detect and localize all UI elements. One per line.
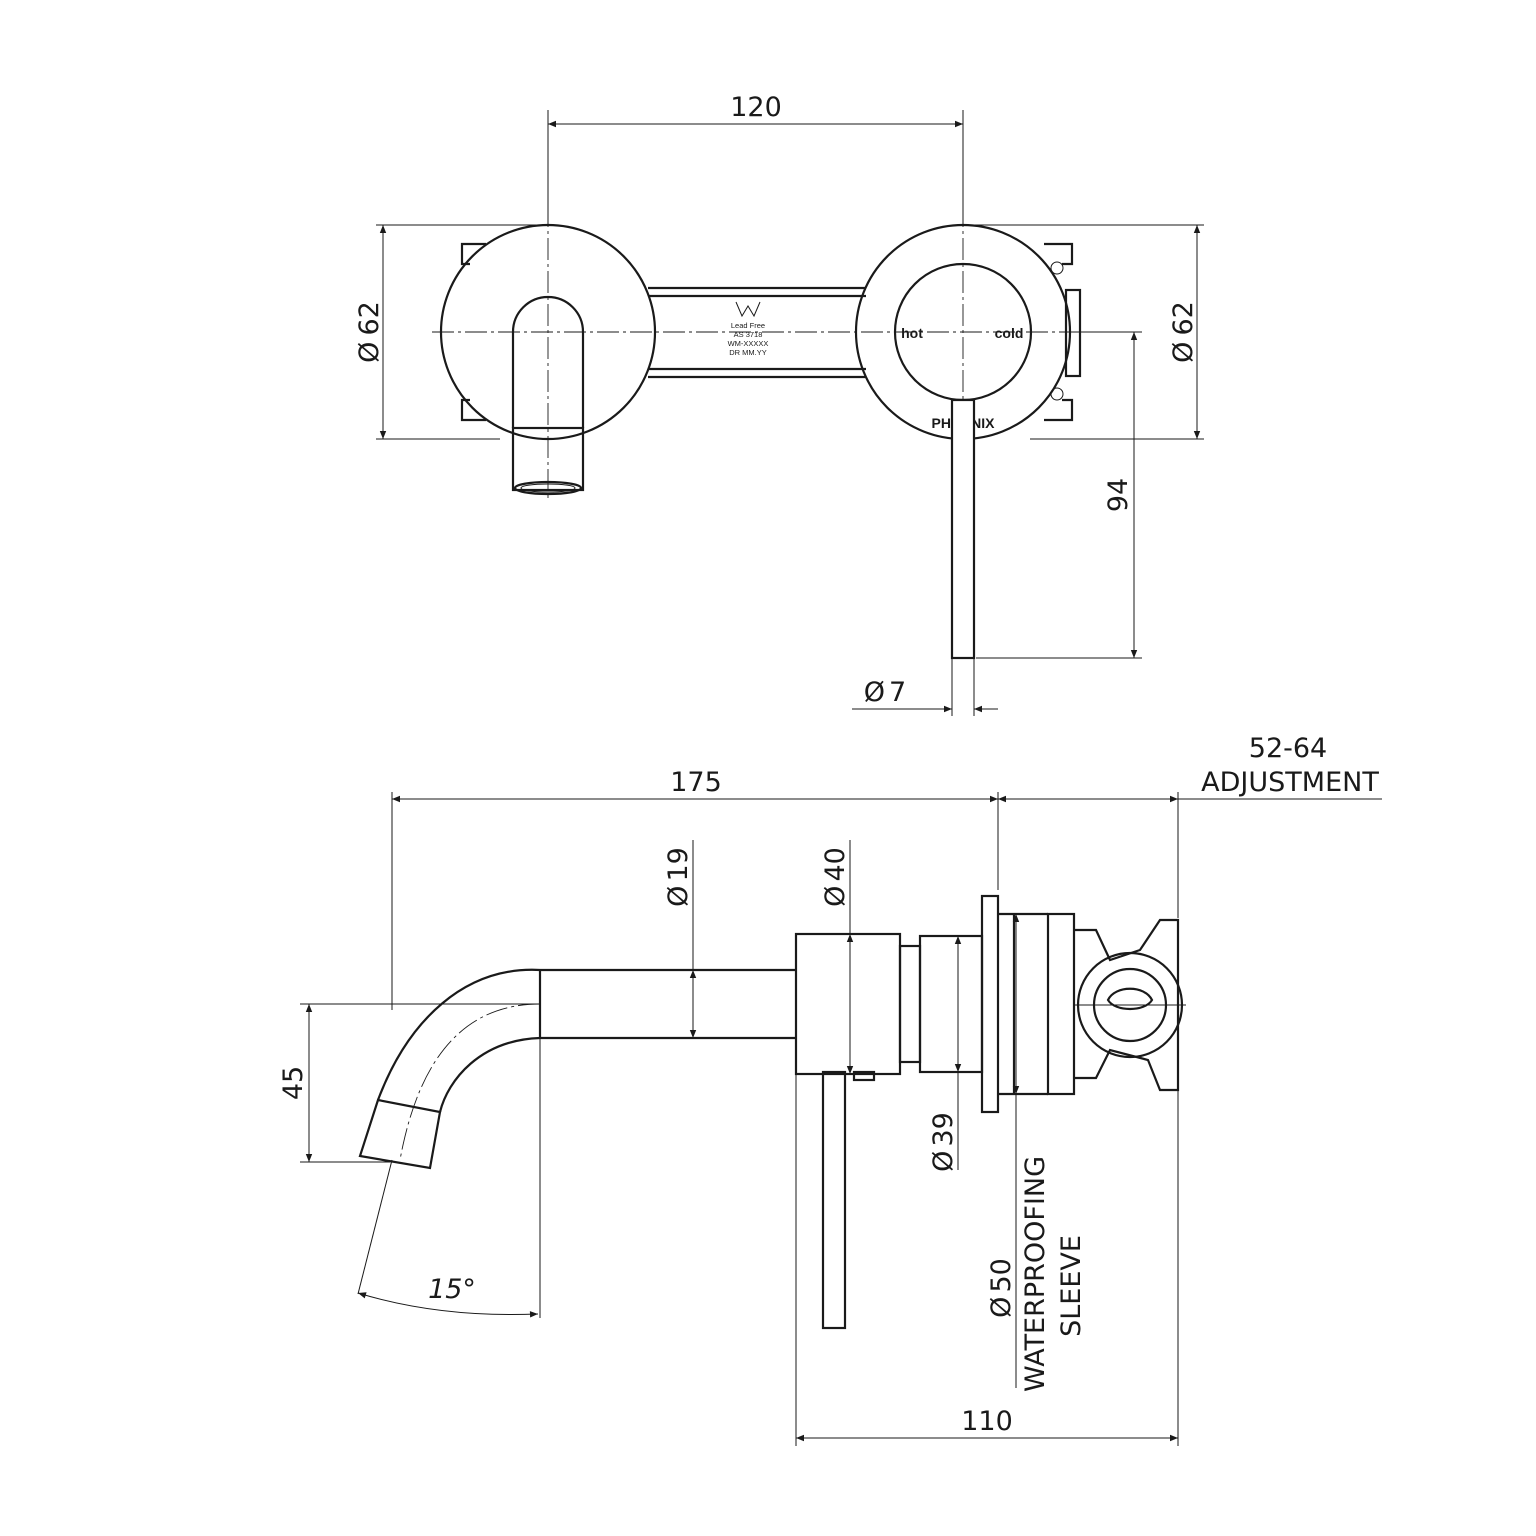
dim-spout-diameter: Ø19 — [663, 840, 697, 1038]
lever-handle — [950, 398, 976, 660]
svg-text:Ø19: Ø19 — [663, 847, 694, 907]
dim-body-diameter: Ø40 — [820, 840, 854, 1074]
spout-top — [511, 295, 585, 496]
hot-label: hot — [901, 325, 923, 341]
svg-text:94: 94 — [1103, 478, 1134, 512]
mixer-body-side — [794, 932, 902, 1076]
svg-text:Ø50: Ø50 — [986, 1258, 1017, 1318]
dim-lever-drop: 94 — [976, 331, 1142, 659]
wall-flange — [918, 934, 984, 1074]
dim-spacing: 120 — [547, 92, 964, 225]
svg-text:175: 175 — [670, 767, 722, 798]
cover-plate — [980, 894, 1000, 1114]
svg-text:ADJUSTMENT: ADJUSTMENT — [1201, 767, 1379, 798]
svg-text:120: 120 — [730, 92, 782, 123]
dim-left-diameter: Ø62 — [354, 224, 548, 440]
svg-text:Ø40: Ø40 — [820, 847, 851, 907]
dim-overall-length: 175 — [391, 767, 999, 1010]
body-collar — [898, 944, 922, 1064]
svg-text:45: 45 — [278, 1066, 309, 1100]
dim-right-diameter: Ø62 — [963, 224, 1204, 440]
cert-line-2: AS 3718 — [734, 330, 763, 339]
svg-text:52-64: 52-64 — [1249, 733, 1327, 764]
top-view: Lead Free AS 3718 WM-XXXXX DR MM.YY hot … — [354, 92, 1204, 716]
dim-adjustment: 52-64 ADJUSTMENT — [998, 733, 1382, 918]
cert-line-4: DR MM.YY — [729, 348, 767, 357]
dim-wall-diameter: Ø39 — [928, 936, 962, 1172]
svg-text:Ø62: Ø62 — [354, 301, 385, 363]
svg-text:WATERPROOFING: WATERPROOFING — [1020, 1156, 1051, 1392]
cert-line-3: WM-XXXXX — [728, 339, 769, 348]
watermark-logo: Lead Free AS 3718 WM-XXXXX DR MM.YY — [728, 301, 769, 357]
svg-text:110: 110 — [961, 1406, 1013, 1437]
side-view: 175 52-64 ADJUSTMENT Ø19 Ø40 45 — [278, 733, 1382, 1446]
lever-side — [821, 1070, 847, 1330]
spout-side — [358, 968, 796, 1170]
mounting-bracket — [460, 242, 1082, 422]
svg-text:Ø62: Ø62 — [1168, 301, 1199, 363]
dim-angle: 15° — [357, 1038, 541, 1318]
dim-sleeve-diameter: Ø50 WATERPROOFING SLEEVE — [986, 914, 1087, 1392]
cert-line-1: Lead Free — [731, 321, 765, 330]
svg-text:15°: 15° — [428, 1274, 476, 1305]
dim-depth: 110 — [795, 1074, 1179, 1446]
svg-text:SLEEVE: SLEEVE — [1056, 1235, 1087, 1337]
valve-assembly — [998, 912, 1186, 1096]
cold-label: cold — [995, 325, 1024, 341]
svg-text:Ø7: Ø7 — [864, 677, 906, 708]
dim-drop: 45 — [278, 1003, 540, 1163]
svg-text:Ø39: Ø39 — [928, 1112, 959, 1172]
